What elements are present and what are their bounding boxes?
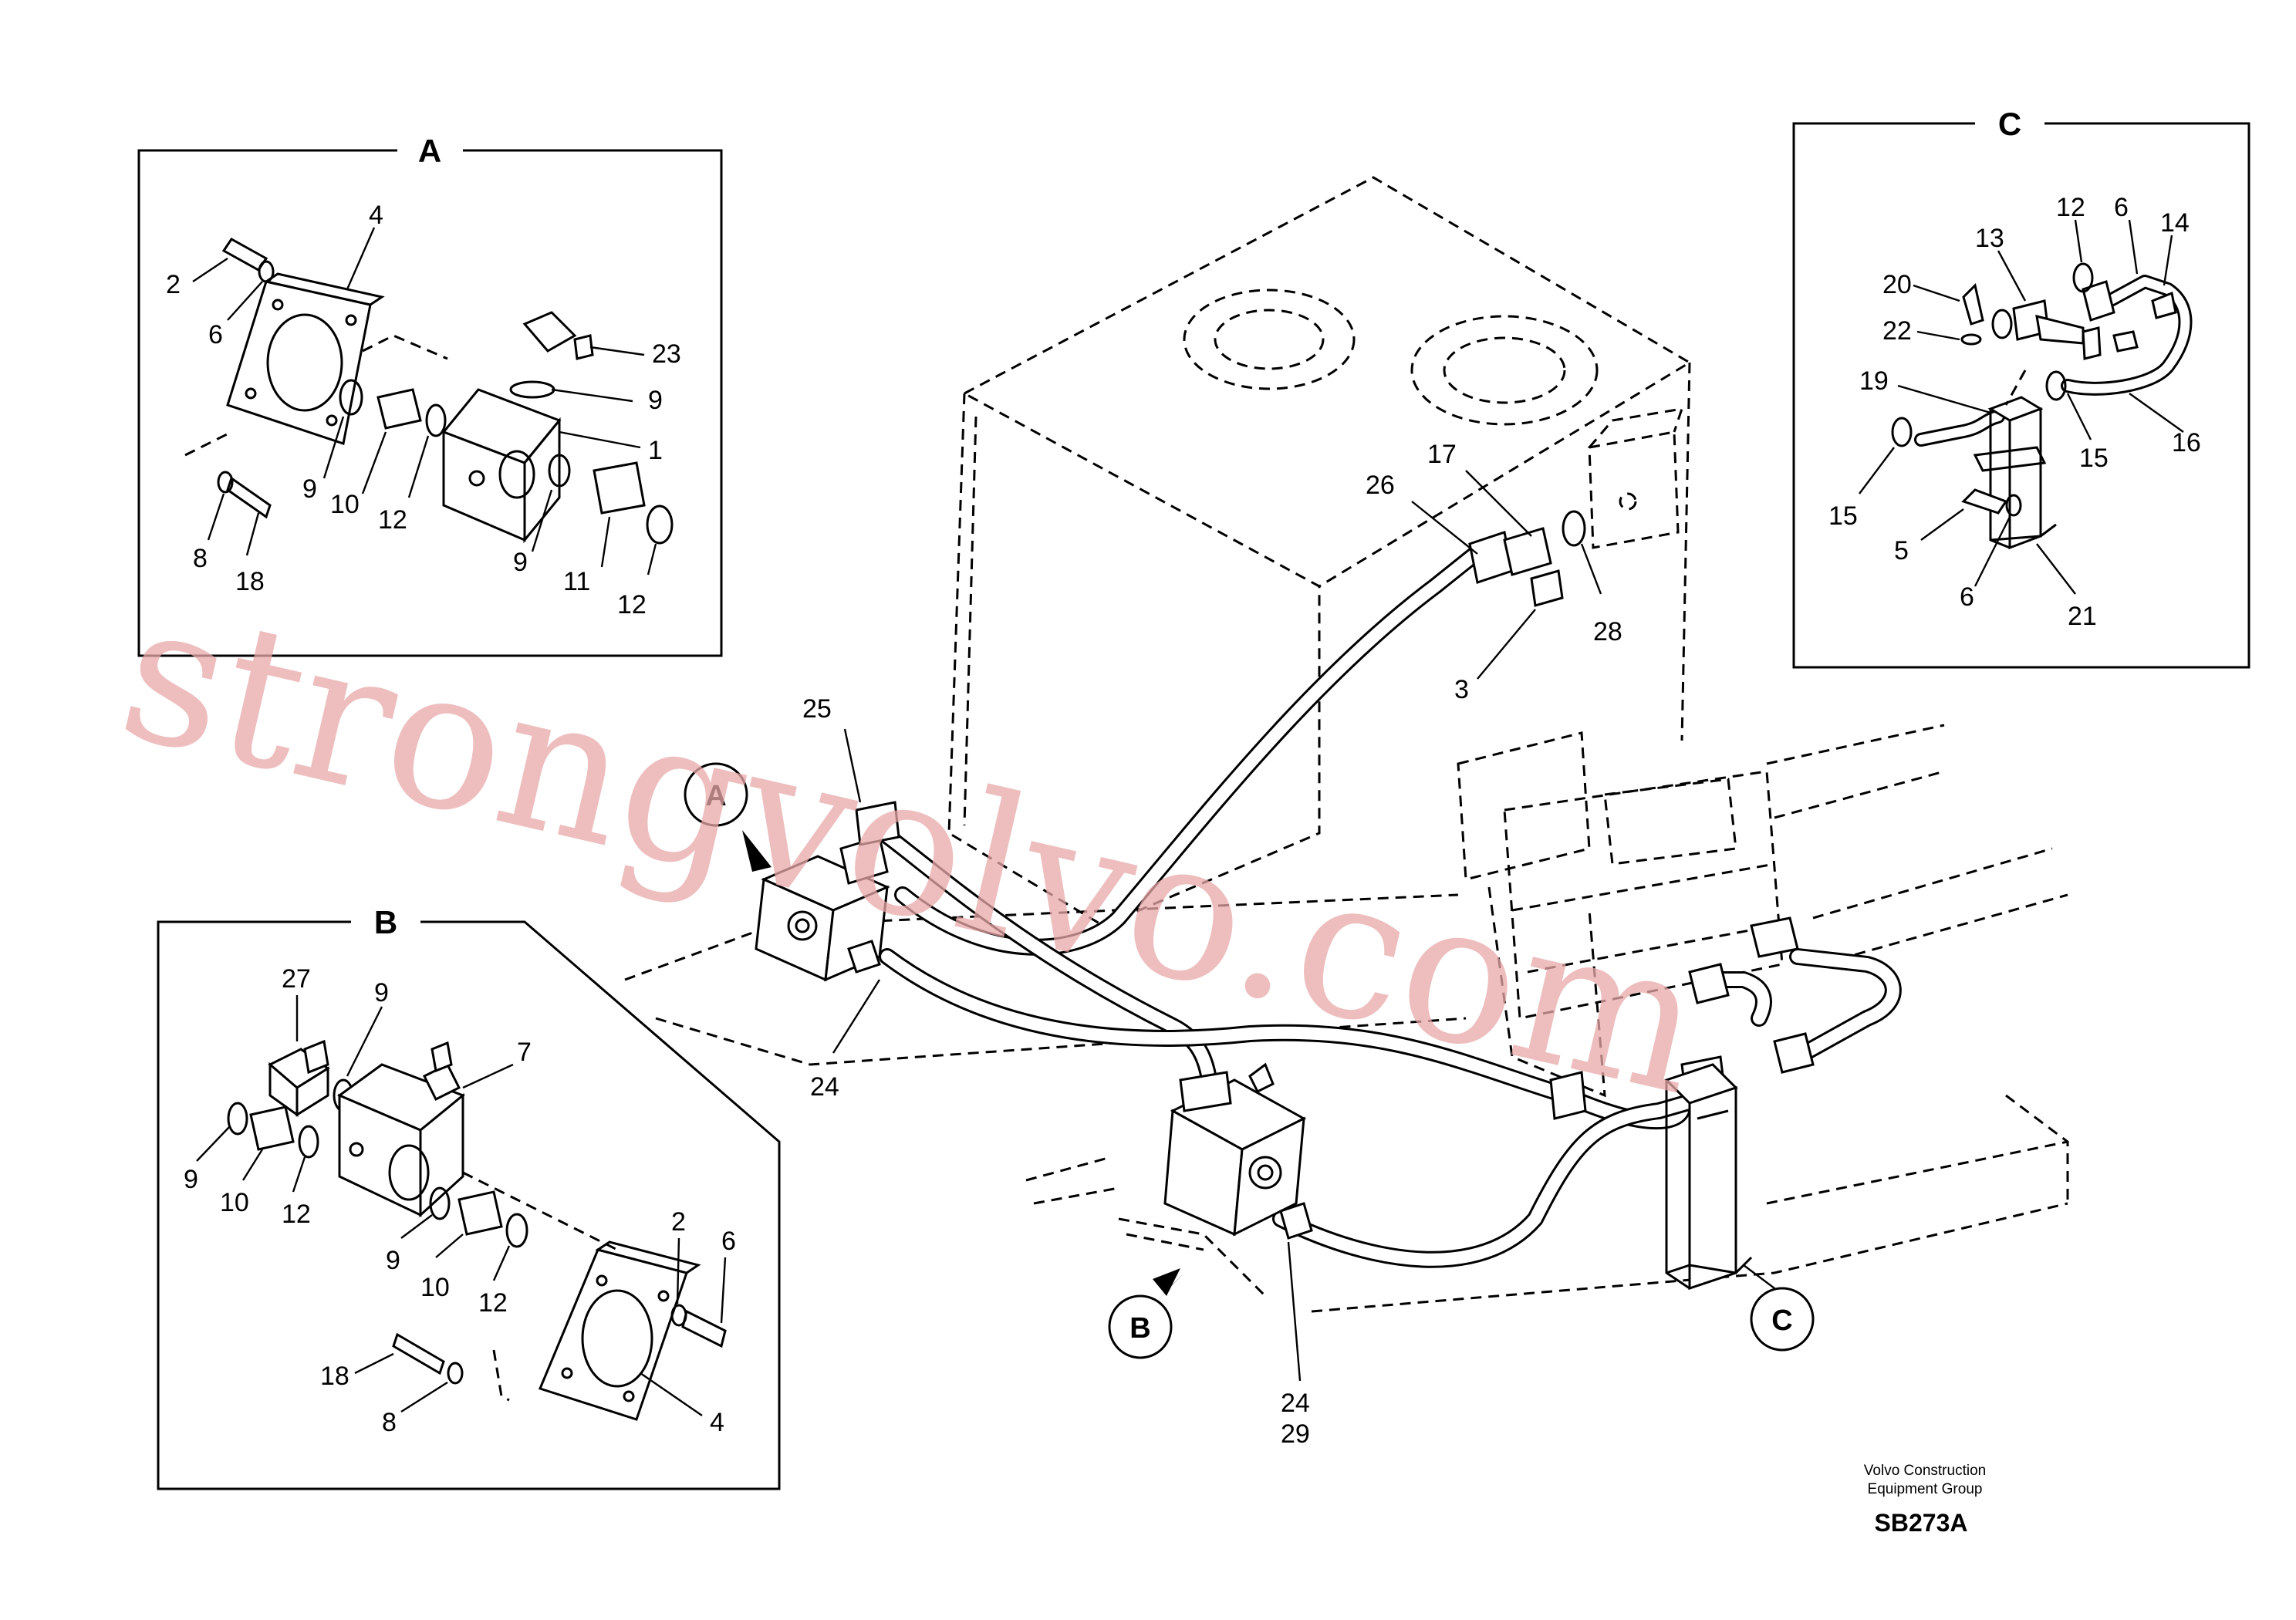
label-c-15: 15	[2079, 444, 2109, 473]
label-c-21: 21	[2068, 602, 2097, 631]
label-c-14: 14	[2160, 208, 2190, 238]
main-components	[755, 510, 1815, 1291]
label-3: 3	[1454, 675, 1469, 704]
label-a-10: 10	[330, 490, 360, 519]
machine-outline	[624, 176, 2069, 1313]
label-a-23: 23	[652, 339, 681, 369]
svg-text:B: B	[1129, 1312, 1150, 1345]
label-b-4: 4	[710, 1408, 724, 1437]
label-b-8: 8	[382, 1408, 397, 1437]
label-a-2: 2	[166, 270, 181, 299]
label-c-12: 12	[2056, 193, 2085, 222]
detail-c-labels: 12 6 14 13 20 22 19 15 16 15 5 6 21	[1828, 193, 2201, 631]
label-c-20: 20	[1882, 270, 1912, 299]
label-a-9-b: 9	[302, 474, 317, 504]
detail-a-leaders	[192, 227, 657, 575]
detail-a-title: A	[418, 133, 441, 169]
detail-c-title: C	[1998, 106, 2021, 142]
label-a-12: 12	[378, 505, 407, 535]
drawing-code: SB273A	[1875, 1509, 1968, 1537]
detail-b: B	[157, 904, 781, 1490]
footer-company-line2: Equipment Group	[1868, 1481, 1983, 1497]
label-b-2: 2	[671, 1207, 686, 1237]
label-a-9: 9	[648, 386, 663, 415]
label-c-19: 19	[1859, 366, 1889, 396]
footer: Volvo Construction Equipment Group SB273…	[1864, 1463, 1986, 1537]
label-a-8: 8	[193, 544, 208, 573]
callout-b: B	[1108, 1294, 1173, 1359]
label-a-9-c: 9	[513, 548, 528, 577]
label-b-9: 9	[374, 978, 389, 1007]
label-c-15-b: 15	[1828, 501, 1858, 531]
detail-b-title: B	[374, 904, 397, 940]
svg-text:A: A	[705, 780, 726, 812]
label-b-12: 12	[282, 1200, 311, 1229]
main-labels: 17 26 28 3 25 24 24 29	[802, 440, 1622, 1449]
label-17: 17	[1427, 440, 1457, 469]
detail-b-leaders	[196, 995, 727, 1416]
detail-a-labels: 4 2 6 23 9 1 9 10 12 9 11 12 8 18	[166, 201, 681, 619]
flange-4	[226, 280, 372, 445]
label-b-6: 6	[721, 1227, 736, 1256]
detail-c: C	[1792, 106, 2250, 669]
plug-3	[1530, 569, 1564, 607]
bracket-c	[1688, 1085, 1737, 1291]
detail-b-labels: 27 9 7 9 10 12 9 10 12 2 6 18 8 4	[184, 964, 736, 1437]
callout-a: A	[684, 762, 748, 827]
label-a-11: 11	[563, 567, 590, 596]
label-28: 28	[1593, 617, 1622, 646]
label-c-6: 6	[2114, 193, 2129, 222]
label-25: 25	[802, 694, 832, 724]
label-a-1: 1	[648, 436, 663, 465]
detail-c-leaders	[1859, 219, 2184, 595]
label-a-4: 4	[369, 201, 383, 230]
label-b-9-c: 9	[386, 1246, 400, 1275]
o-ring-28	[1562, 510, 1586, 547]
label-a-12-b: 12	[617, 590, 647, 619]
label-b-7: 7	[517, 1038, 532, 1067]
label-29: 29	[1281, 1419, 1310, 1449]
label-b-27: 27	[282, 964, 311, 994]
tee-fitting-17	[1503, 527, 1552, 576]
flange-4-b	[538, 1248, 688, 1421]
label-b-10-b: 10	[420, 1273, 450, 1302]
callout-c: C	[1750, 1287, 1815, 1352]
label-c-13: 13	[1975, 224, 2004, 253]
detail-a: A	[137, 133, 723, 657]
label-a-18: 18	[235, 567, 265, 596]
label-b-18: 18	[320, 1362, 349, 1391]
label-c-16: 16	[2172, 428, 2201, 457]
label-24: 24	[810, 1072, 839, 1102]
label-26: 26	[1366, 471, 1395, 500]
label-c-5: 5	[1894, 536, 1909, 565]
svg-text:strongvolvo.com: strongvolvo.com	[103, 558, 1722, 1139]
label-24-b: 24	[1281, 1389, 1310, 1418]
label-c-6-b: 6	[1960, 582, 1974, 612]
bracket-21	[2008, 407, 2042, 550]
label-c-22: 22	[1882, 316, 1912, 346]
label-b-12-b: 12	[478, 1288, 508, 1318]
label-a-6: 6	[208, 320, 223, 349]
svg-text:C: C	[1771, 1304, 1792, 1337]
label-b-10: 10	[220, 1188, 249, 1217]
label-b-9-b: 9	[184, 1165, 198, 1194]
footer-company-line1: Volvo Construction	[1864, 1463, 1986, 1479]
watermark: strongvolvo.com	[103, 558, 1722, 1139]
